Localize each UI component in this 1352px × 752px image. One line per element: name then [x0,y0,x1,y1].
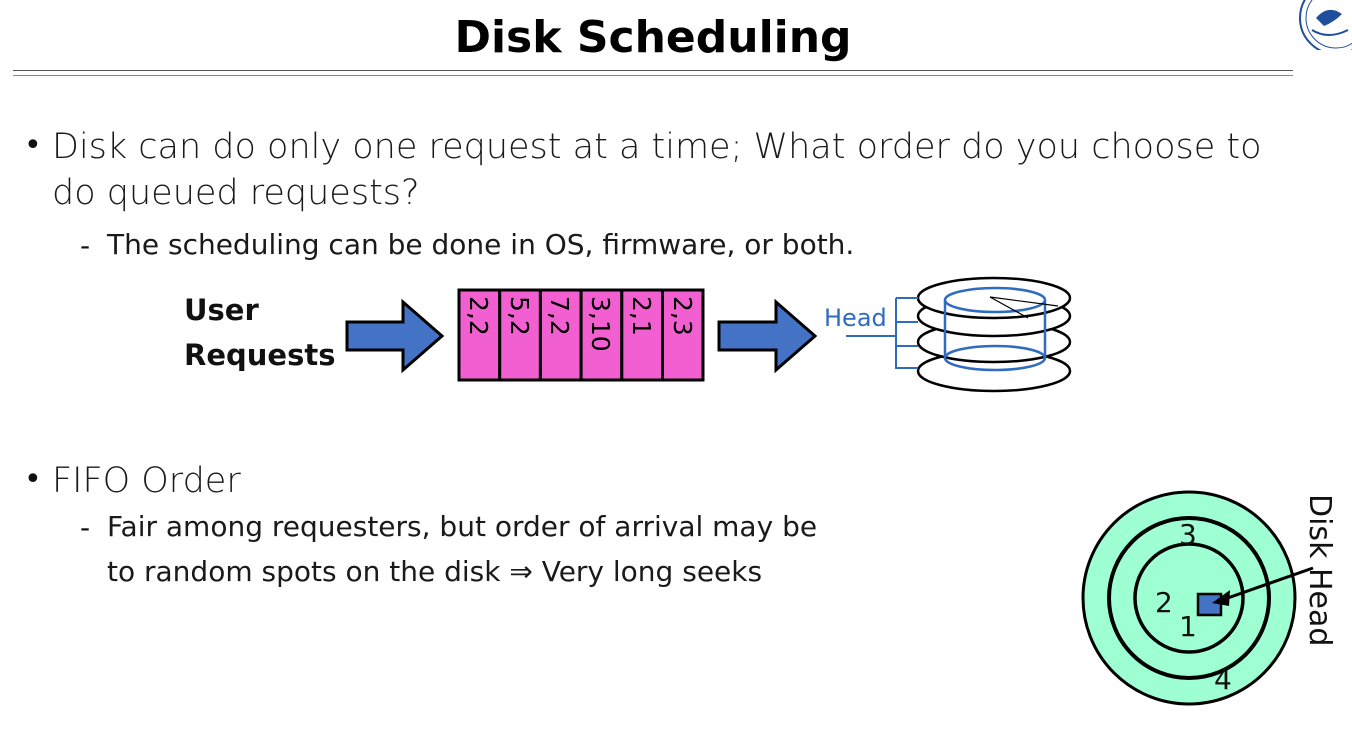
queue-request-label: 5,2 [505,296,534,336]
head-label: Head [824,304,887,332]
bullet-2-line1: FIFO Order [52,461,241,501]
track-label: 4 [1214,663,1232,696]
queue-cell [457,288,502,382]
input-arrow [345,298,445,374]
user-requests-line2: Requests [184,338,336,372]
queue-cell [661,288,705,382]
disk-platter [1081,490,1314,706]
disk-head-label: Disk Head [1302,494,1337,646]
queue-cell [538,288,583,382]
university-logo [1298,0,1352,50]
bullet-marker: • [24,462,42,497]
bullet-marker: • [24,128,42,163]
slide-title: Disk Scheduling [454,12,852,63]
bullet-1-line1: Disk can do only one request at a time; … [52,127,1262,167]
user-requests-line1: User [184,293,259,327]
track-label: 2 [1155,586,1173,619]
queue-request-label: 7,2 [545,296,574,336]
queue-request-label: 2,1 [627,296,656,336]
title-divider-thin [13,75,1293,76]
output-arrow [717,298,818,374]
bullet-2-sub-line2: to random spots on the disk ⇒ Very long … [107,555,763,588]
queue-request-label: 2,3 [668,296,697,336]
sub-bullet-marker: - [80,511,91,544]
bullet-2-sub-line1: Fair among requesters, but order of arri… [107,510,818,543]
track-label: 3 [1179,518,1197,551]
track-label: 1 [1179,610,1197,643]
sub-bullet-marker: - [80,229,91,262]
user-requests-label: User Requests [184,288,335,378]
bullet-1-sub: The scheduling can be done in OS, firmwa… [107,228,855,261]
head-position-square [1196,592,1223,617]
bullet-1-line2: do queued requests? [52,173,420,213]
disk-stack-illustration [846,276,1072,393]
queue-request-label: 2,2 [464,296,493,336]
title-divider [13,70,1293,71]
queue-cell [579,288,624,382]
queue-cell [620,288,664,382]
queue-request-label: 3,10 [586,296,615,352]
request-queue: 2,2 5,2 7,2 3,10 2,1 2,3 [457,288,705,382]
